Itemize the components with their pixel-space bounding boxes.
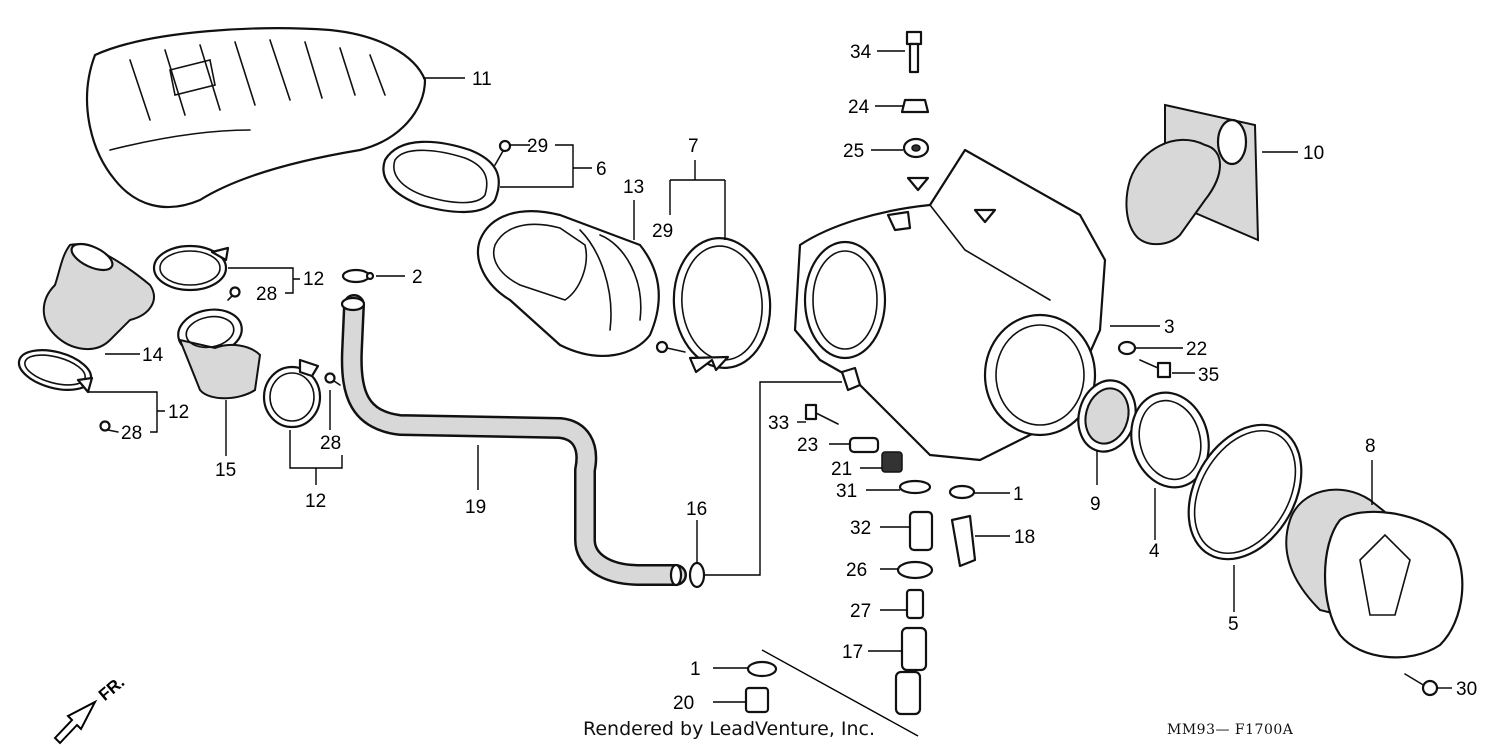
callout-1-upper: 1 [1013, 484, 1024, 505]
part-26-clip[interactable] [896, 560, 934, 580]
callout-labels: 34 24 25 11 29 6 7 13 29 10 12 28 2 14 1… [121, 42, 1477, 714]
diagram-code: MM93— F1700A [1167, 722, 1294, 738]
callout-20: 20 [673, 693, 694, 714]
callout-7: 7 [688, 136, 699, 157]
callout-33: 33 [768, 413, 789, 434]
callout-12-left: 12 [168, 402, 189, 423]
part-7-band[interactable] [669, 234, 776, 374]
callout-29-upper: 29 [527, 136, 548, 157]
callout-10: 10 [1303, 143, 1324, 164]
part-24-collar[interactable] [900, 98, 930, 114]
callout-6: 6 [596, 159, 607, 180]
part-28-screw-mid[interactable] [324, 372, 341, 386]
part-16-clip[interactable] [688, 561, 706, 589]
callout-15: 15 [215, 460, 236, 481]
part-3-air-cleaner-case[interactable] [793, 148, 1107, 462]
part-1-clip-lower[interactable] [746, 660, 778, 678]
callout-21: 21 [831, 459, 852, 480]
callout-17: 17 [842, 642, 863, 663]
part-27-plug[interactable] [905, 588, 925, 620]
part-12-clamp-lower-mid[interactable] [262, 358, 322, 429]
part-4-holder[interactable] [1121, 384, 1219, 496]
callout-32: 32 [850, 518, 871, 539]
leader-lines [88, 50, 1452, 737]
part-10-air-duct[interactable] [1125, 103, 1260, 246]
callout-35: 35 [1198, 365, 1219, 386]
part-11-air-cleaner-cover[interactable] [85, 27, 427, 209]
callout-24: 24 [848, 97, 870, 118]
callout-2: 2 [412, 267, 423, 288]
part-31-clip[interactable] [898, 479, 932, 495]
part-6-seal[interactable] [382, 140, 500, 213]
callout-12-mid: 12 [305, 491, 326, 512]
callout-11: 11 [472, 69, 492, 90]
part-33-bolt[interactable] [804, 403, 839, 425]
callout-27: 27 [850, 601, 871, 622]
part-32-tube[interactable] [908, 510, 934, 552]
callout-12-upper: 12 [303, 269, 324, 290]
part-20-drain-plug[interactable] [744, 686, 770, 714]
callout-14: 14 [142, 345, 164, 366]
part-19-drain-tube[interactable] [340, 294, 687, 587]
callout-22: 22 [1186, 339, 1207, 360]
callout-16: 16 [686, 499, 707, 520]
part-22-collar[interactable] [1117, 340, 1137, 356]
part-17-drain-tube[interactable] [894, 626, 928, 716]
callout-5: 5 [1228, 614, 1239, 635]
part-23-collar[interactable] [848, 436, 880, 454]
part-15-connecting-tube[interactable] [175, 305, 262, 400]
callout-9: 9 [1090, 494, 1101, 515]
part-29-bolt-lower[interactable] [655, 340, 686, 354]
part-30-bolt[interactable] [1404, 673, 1439, 697]
part-8-air-cleaner-element[interactable] [1285, 488, 1464, 659]
callout-29-lower: 29 [652, 221, 673, 242]
part-12-clamp-lower-left[interactable] [15, 343, 96, 397]
callout-28-left: 28 [121, 423, 142, 444]
callout-28-mid: 28 [320, 433, 341, 454]
part-34-bolt[interactable] [905, 30, 923, 74]
callout-13: 13 [623, 177, 644, 198]
part-13-air-funnel[interactable] [476, 210, 660, 357]
callout-19: 19 [465, 497, 486, 518]
callout-30: 30 [1456, 679, 1477, 700]
callout-18: 18 [1014, 527, 1035, 548]
part-18-cap[interactable] [950, 514, 977, 568]
callout-8: 8 [1365, 436, 1376, 457]
part-9-screen[interactable] [1071, 374, 1144, 458]
callout-28-upper: 28 [256, 284, 277, 305]
callout-25: 25 [843, 141, 864, 162]
part-5-o-ring[interactable] [1166, 405, 1325, 580]
part-25-grommet[interactable] [902, 137, 930, 159]
part-29-bolt-upper[interactable] [494, 139, 512, 166]
part-1-clip-upper[interactable] [948, 484, 976, 500]
callout-34: 34 [850, 42, 872, 63]
part-2-clip[interactable] [341, 268, 375, 284]
callout-1-lower: 1 [690, 659, 701, 680]
callout-31: 31 [836, 481, 857, 502]
part-28-screw-left[interactable] [99, 420, 119, 433]
callout-3: 3 [1164, 317, 1175, 338]
part-12-clamp-upper[interactable] [152, 244, 230, 292]
part-35-bolt[interactable] [1139, 359, 1172, 379]
render-credit: Rendered by LeadVenture, Inc. [583, 718, 876, 740]
part-21-nut[interactable] [881, 451, 903, 473]
part-14-joint[interactable] [42, 239, 155, 351]
callout-23: 23 [797, 435, 818, 456]
callout-4: 4 [1149, 541, 1160, 562]
front-direction-arrow-icon [53, 699, 98, 745]
part-28-screw-upper[interactable] [227, 286, 241, 301]
callout-26: 26 [846, 560, 867, 581]
